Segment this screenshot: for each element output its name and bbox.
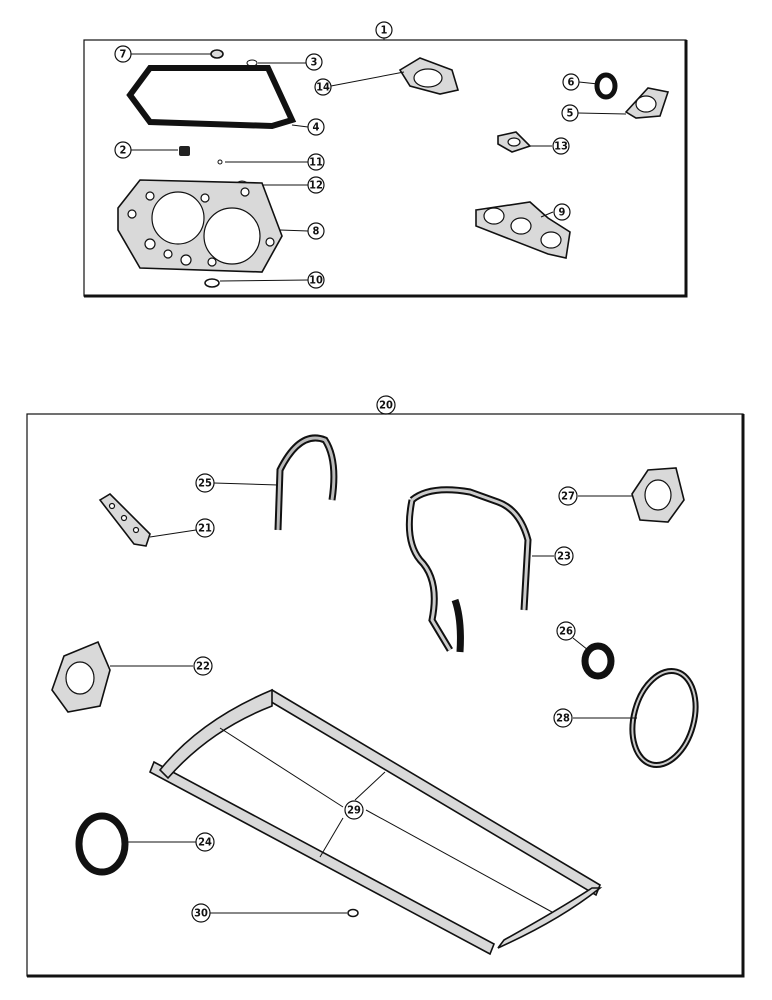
callout-30: 30 — [191, 903, 211, 923]
gasket-oring-24 — [75, 812, 129, 876]
callout-12: 12 — [307, 176, 325, 194]
callout-29: 29 — [344, 800, 364, 820]
callout-7: 7 — [114, 45, 132, 63]
callout-11: 11 — [307, 153, 325, 171]
svg-text:30: 30 — [194, 907, 208, 920]
upper-kit-frame-shadow — [84, 40, 688, 298]
gasket-washer-7 — [210, 49, 224, 59]
callout-22: 22 — [193, 656, 213, 676]
callout-23: 23 — [554, 546, 574, 566]
svg-text:14: 14 — [316, 81, 330, 94]
svg-text:25: 25 — [198, 477, 212, 490]
kit-20-label: 20 — [379, 399, 393, 412]
svg-text:21: 21 — [198, 522, 212, 535]
gasket-strip-21 — [98, 492, 151, 547]
svg-text:5: 5 — [567, 107, 574, 120]
svg-text:13: 13 — [554, 140, 568, 153]
svg-text:12: 12 — [309, 179, 323, 192]
svg-text:24: 24 — [198, 836, 212, 849]
callout-14: 14 — [314, 78, 332, 96]
callout-24: 24 — [195, 832, 215, 852]
callout-13: 13 — [552, 137, 570, 155]
callout-9: 9 — [553, 203, 571, 221]
svg-text:4: 4 — [313, 121, 320, 134]
lower-kit-frame-shadow — [27, 414, 745, 978]
gasket-tiny-11 — [217, 159, 223, 165]
callout-26: 26 — [556, 621, 576, 641]
svg-text:10: 10 — [309, 274, 323, 287]
svg-text:22: 22 — [196, 660, 210, 673]
gasket-seal-26 — [581, 642, 615, 680]
callout-21: 21 — [195, 518, 215, 538]
svg-text:29: 29 — [347, 804, 361, 817]
callout-27: 27 — [558, 486, 578, 506]
gasket-oil-pan-29 — [148, 688, 603, 956]
callout-8: 8 — [307, 222, 325, 240]
callout-5: 5 — [561, 104, 579, 122]
svg-text:27: 27 — [561, 490, 575, 503]
gasket-flange-13 — [497, 131, 532, 153]
kit-1-callout: 1 — [375, 21, 393, 39]
gasket-flange-5 — [624, 87, 670, 119]
svg-text:28: 28 — [556, 712, 570, 725]
gasket-washer-10 — [204, 278, 220, 288]
upper-kit-group: 1 — [83, 21, 688, 298]
gasket-head-8 — [117, 179, 283, 273]
lower-kit-group: 20 — [26, 395, 745, 978]
callout-28: 28 — [553, 708, 573, 728]
gasket-horseshoe-25 — [274, 434, 338, 531]
svg-text:26: 26 — [559, 625, 573, 638]
svg-text:8: 8 — [313, 225, 320, 238]
kit-1-label: 1 — [381, 24, 388, 37]
gasket-washer-30 — [347, 908, 359, 918]
callout-4: 4 — [307, 118, 325, 136]
svg-text:6: 6 — [568, 76, 575, 89]
kit-20-callout: 20 — [376, 395, 396, 415]
callout-25: 25 — [195, 473, 215, 493]
svg-text:7: 7 — [120, 48, 127, 61]
gasket-flange-27 — [631, 467, 685, 523]
gasket-flange-14 — [398, 57, 460, 95]
gasket-oring-6 — [594, 72, 618, 100]
callout-2: 2 — [114, 141, 132, 159]
gasket-rocker-cover-4 — [126, 65, 297, 130]
svg-text:23: 23 — [557, 550, 571, 563]
callout-6: 6 — [562, 73, 580, 91]
gasket-flange-22 — [51, 640, 111, 713]
svg-text:3: 3 — [311, 56, 318, 69]
callout-10: 10 — [307, 271, 325, 289]
svg-text:9: 9 — [559, 206, 566, 219]
callout-3: 3 — [305, 53, 323, 71]
gasket-manifold-9 — [475, 201, 571, 259]
svg-text:11: 11 — [309, 156, 323, 169]
gasket-seal-2 — [179, 146, 190, 156]
svg-text:2: 2 — [120, 144, 127, 157]
